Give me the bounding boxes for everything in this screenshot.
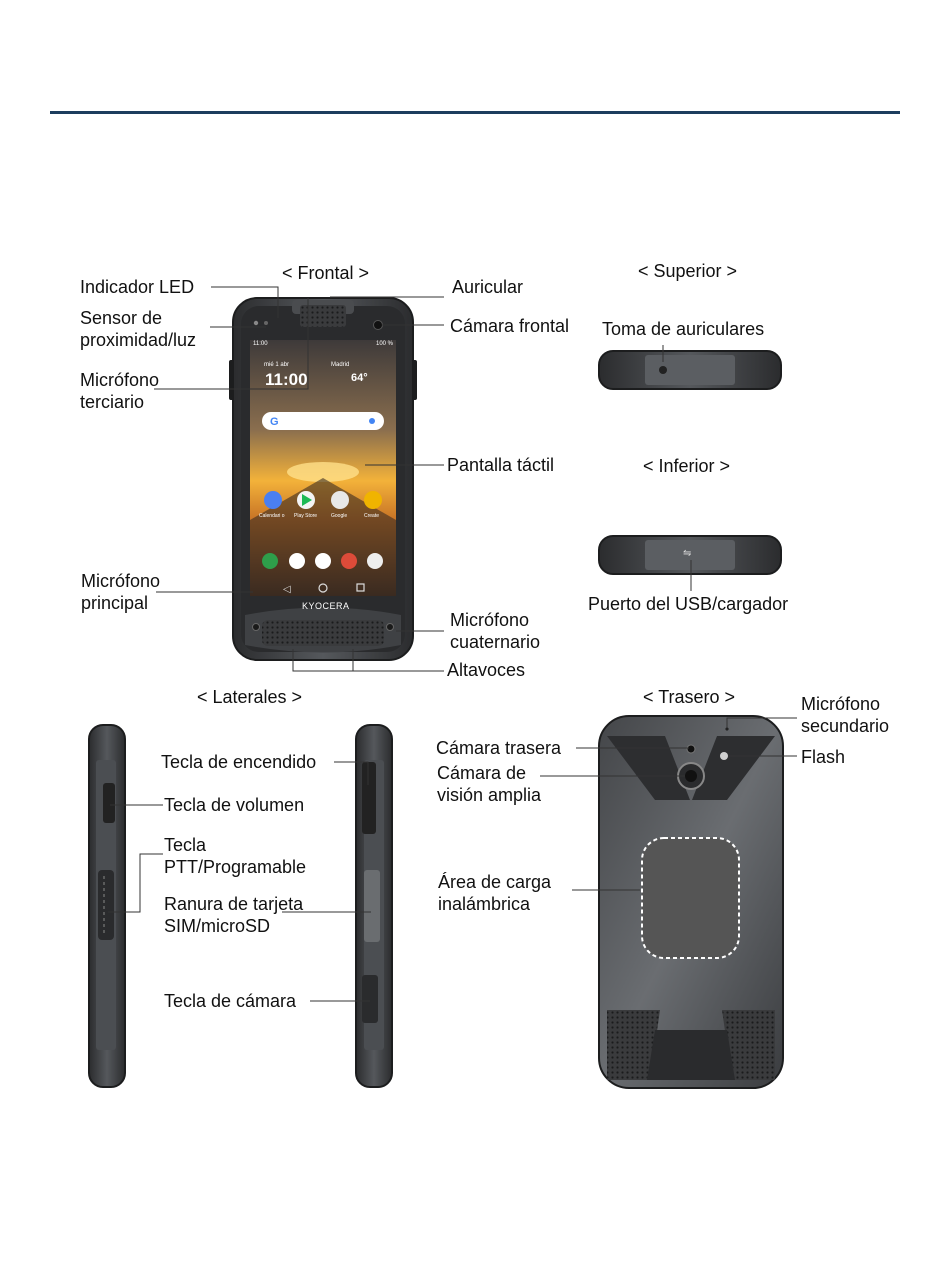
- chrome-app-icon: [341, 553, 357, 569]
- search-bar: [262, 412, 384, 430]
- label-secondary-mic: Micrófono secundario: [801, 694, 890, 736]
- app-label-google: Google: [331, 513, 348, 519]
- label-power-key: Tecla de encendido: [161, 752, 317, 772]
- section-title-top: < Superior >: [638, 261, 738, 281]
- label-front-camera: Cámara frontal: [450, 316, 570, 336]
- rear-camera-lens: [686, 744, 696, 754]
- svg-text:⇋: ⇋: [683, 548, 691, 559]
- left-side-phone: [88, 724, 126, 1088]
- led-dot: [253, 320, 259, 326]
- section-title-bottom: < Inferior >: [643, 456, 731, 476]
- svg-text:G: G: [270, 416, 279, 428]
- power-key: [362, 762, 376, 834]
- camera-key: [362, 975, 378, 1023]
- label-tertiary-mic: Micrófono terciario: [80, 370, 160, 412]
- label-volume-key: Tecla de volumen: [164, 795, 305, 815]
- front-camera-lens: [373, 320, 383, 330]
- battery-status: 100 %: [376, 341, 394, 347]
- camera-app-icon: [367, 553, 383, 569]
- status-time: 11:00: [253, 341, 268, 347]
- wireless-charging-area: [641, 837, 740, 959]
- create-folder-icon: [364, 491, 382, 509]
- section-title-back: < Trasero >: [643, 687, 736, 707]
- label-led: Indicador LED: [80, 277, 195, 297]
- back-phone: [598, 715, 784, 1089]
- header-rule: [50, 111, 900, 114]
- top-view-phone: [598, 350, 782, 390]
- headset-jack-hole: [659, 366, 667, 374]
- label-main-mic: Micrófono principal: [81, 571, 161, 613]
- proximity-dot: [264, 321, 268, 325]
- label-proximity: Sensor de proximidad/luz: [80, 308, 197, 350]
- label-sim-slot: Ranura de tarjeta SIM/microSD: [164, 894, 304, 936]
- earpiece-grille: [300, 305, 346, 327]
- bottom-view-phone: ⇋: [598, 535, 782, 575]
- label-speakers: Altavoces: [447, 660, 526, 680]
- section-title-front: < Frontal >: [282, 263, 370, 283]
- ptt-key: [98, 870, 114, 940]
- leader-lines: [108, 286, 797, 1002]
- screen-date: mié 1 abr: [264, 362, 290, 368]
- gmail-app-icon: [289, 553, 305, 569]
- label-quaternary-mic: Micrófono cuaternario: [450, 610, 541, 652]
- label-wide-camera: Cámara de visión amplia: [437, 763, 542, 805]
- sim-slot: [364, 870, 380, 942]
- screen-temperature: 64°: [351, 372, 368, 384]
- label-earpiece: Auricular: [452, 277, 524, 297]
- right-side-phone: [355, 724, 393, 1088]
- svg-text:◁: ◁: [283, 584, 291, 595]
- apps-drawer-icon: [315, 553, 331, 569]
- label-wireless-area: Área de carga inalámbrica: [438, 872, 552, 914]
- screen-clock: 11:00: [265, 370, 308, 389]
- label-ptt-key: Tecla PTT/Programable: [164, 835, 307, 877]
- label-rear-camera: Cámara trasera: [436, 738, 562, 758]
- phone-app-icon: [262, 553, 278, 569]
- volume-key: [103, 783, 115, 823]
- label-touchscreen: Pantalla táctil: [447, 455, 555, 475]
- flash-light: [720, 752, 728, 760]
- app-label-create: Create: [364, 513, 380, 519]
- label-camera-key: Tecla de cámara: [164, 991, 297, 1011]
- speaker-grille: [262, 620, 384, 646]
- app-label-play-store: Play Store: [294, 513, 318, 519]
- brand-logo: KYOCERA: [302, 601, 350, 611]
- label-flash: Flash: [801, 747, 846, 767]
- screen-city: Madrid: [331, 362, 350, 368]
- section-title-sides: < Laterales >: [197, 687, 303, 707]
- google-folder-icon: [331, 491, 349, 509]
- label-headset-jack: Toma de auriculares: [602, 319, 765, 339]
- calendar-app-icon: [264, 491, 282, 509]
- app-label-calendar: Calendari o: [259, 513, 285, 519]
- label-usb-port: Puerto del USB/cargador: [588, 594, 789, 614]
